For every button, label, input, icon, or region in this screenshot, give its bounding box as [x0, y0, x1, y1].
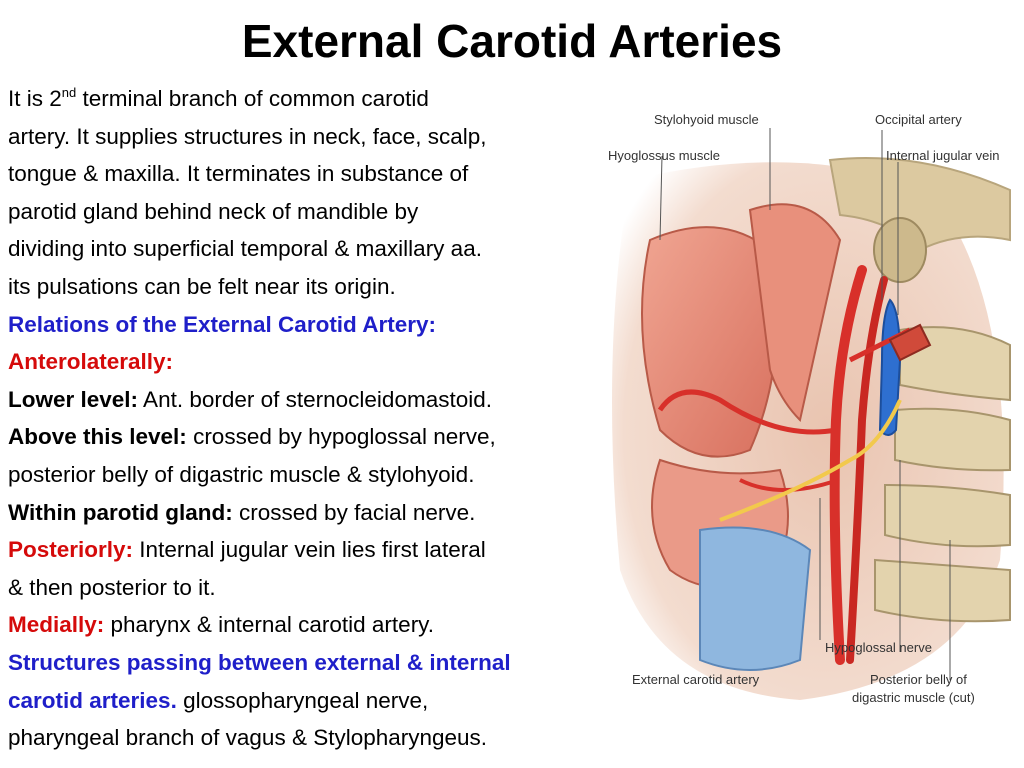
internal-jugular-vein	[878, 298, 902, 436]
neck-anatomy-illustration	[612, 128, 1011, 700]
lower-level-line: Lower level: Ant. border of sternocleido…	[8, 386, 492, 412]
label-hypoglossal-nerve: Hypoglossal nerve	[825, 640, 932, 655]
structures-line: carotid arteries. glossopharyngeal nerve…	[8, 687, 429, 713]
intro-line-5: dividing into superficial temporal & max…	[8, 236, 482, 262]
posteriorly-line-2: & then posterior to it.	[8, 574, 216, 600]
hypoglossal-nerve-path	[719, 399, 902, 522]
intro-line-2: artery. It supplies structures in neck, …	[8, 123, 487, 149]
body-text: It is 2nd terminal branch of common caro…	[8, 80, 628, 757]
structures-heading: Structures passing between external & in…	[8, 649, 511, 675]
intro-line-6: its pulsations can be felt near its orig…	[8, 273, 396, 299]
label-pointer-lines	[659, 128, 951, 680]
larynx-region	[699, 526, 812, 671]
intro-line-1: It is 2nd terminal branch of common caro…	[8, 85, 429, 111]
above-level-line: Above this level: crossed by hypoglossal…	[8, 424, 496, 450]
label-external-carotid-artery: External carotid artery	[632, 672, 760, 687]
medially-line: Medially: pharynx & internal carotid art…	[8, 612, 435, 638]
mastoid-process	[873, 217, 927, 283]
label-stylohyoid: Stylohyoid muscle	[654, 112, 759, 127]
label-digastric-line-1: Posterior belly of	[870, 672, 967, 687]
intro-line-3: tongue & maxilla. It terminates in subst…	[8, 161, 469, 187]
external-carotid-artery-path	[829, 265, 867, 665]
label-hyoglossus: Hyoglossus muscle	[608, 148, 720, 163]
digastric-cut-shape	[888, 323, 932, 362]
posteriorly-line: Posteriorly: Internal jugular vein lies …	[8, 537, 486, 563]
label-occipital-artery: Occipital artery	[875, 112, 962, 127]
structures-line-2: pharyngeal branch of vagus & Stylopharyn…	[8, 725, 488, 751]
anterolaterally-heading: Anterolaterally:	[8, 349, 174, 375]
intro-line-4: parotid gland behind neck of mandible by	[8, 198, 419, 224]
cervical-vertebrae	[874, 326, 1011, 623]
relations-heading: Relations of the External Carotid Artery…	[8, 311, 436, 337]
anatomy-figure: Stylohyoid muscle Occipital artery Hyogl…	[600, 100, 1024, 720]
lingual-artery-path	[739, 478, 839, 492]
hyoglossus-muscle-shape	[641, 226, 778, 458]
label-internal-jugular-vein: Internal jugular vein	[886, 148, 1000, 163]
internal-carotid-artery-path	[846, 276, 888, 664]
page-title: External Carotid Arteries	[241, 15, 783, 67]
facial-artery-path	[657, 389, 837, 435]
within-parotid-line: Within parotid gland: crossed by facial …	[8, 499, 476, 525]
above-level-line-2: posterior belly of digastric muscle & st…	[8, 461, 475, 487]
ordinal-superscript: nd	[61, 85, 77, 100]
stylohyoid-muscle-shape	[748, 203, 842, 422]
label-digastric-line-2: digastric muscle (cut)	[852, 690, 975, 705]
